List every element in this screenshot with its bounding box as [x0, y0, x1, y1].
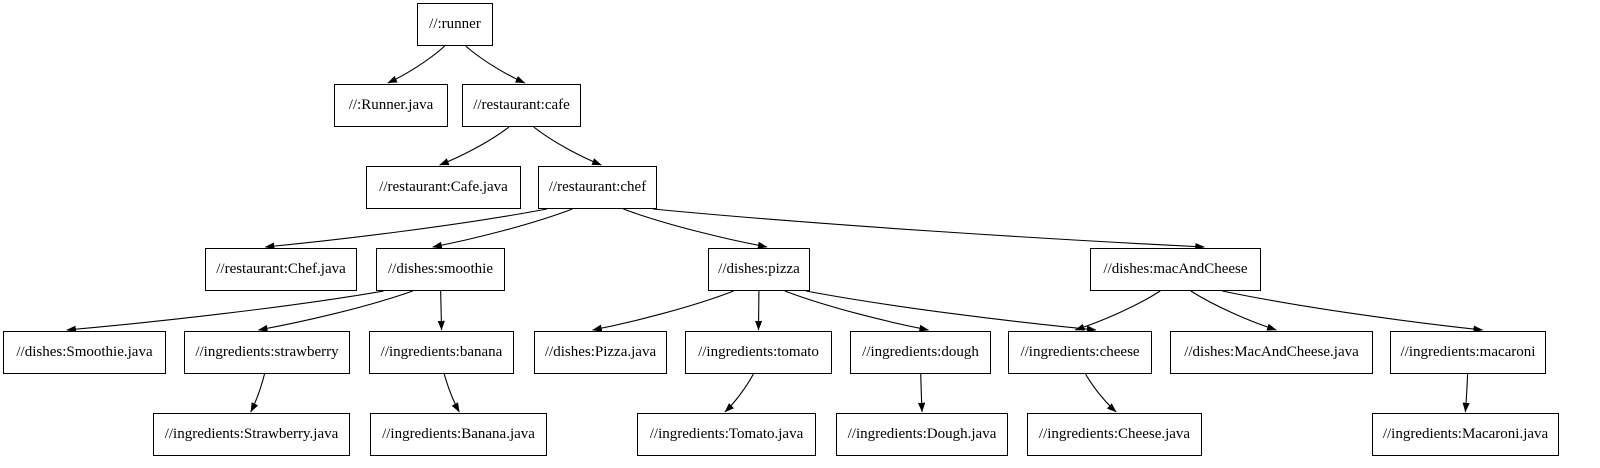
graph-node-label: //ingredients:Macaroni.java [1382, 426, 1549, 442]
graph-node-label: //ingredients:banana [380, 344, 503, 360]
graph-edge-dishes-pizza-to-ing-dough [784, 290, 929, 332]
graph-node-label: //ingredients:cheese [1020, 344, 1140, 360]
graph-edge-restaurant-chef-to-restaurant-chef-java [264, 208, 547, 250]
graph-node-runner[interactable]: //:runner [417, 3, 493, 46]
graph-node-label: //dishes:Pizza.java [544, 344, 657, 360]
graph-node-label: //ingredients:macaroni [1400, 344, 1536, 360]
graph-node-restaurant-cafe-java[interactable]: //restaurant:Cafe.java [366, 166, 521, 209]
graph-node-label: //:runner [429, 16, 481, 32]
graph-edge-runner-to-runner-java [387, 45, 446, 84]
graph-node-dishes-pizza-java[interactable]: //dishes:Pizza.java [534, 331, 667, 374]
graph-node-label: //ingredients:Tomato.java [649, 426, 804, 442]
graph-node-label: //dishes:smoothie [388, 261, 493, 277]
graph-edge-dishes-macandcheese-to-dishes-mac-java [1190, 290, 1277, 331]
graph-edge-ing-macaroni-to-ing-macaroni-java [1462, 373, 1470, 413]
graph-node-ing-banana-java[interactable]: //ingredients:Banana.java [370, 413, 547, 456]
graph-node-ing-macaroni[interactable]: //ingredients:macaroni [1390, 331, 1546, 374]
graph-node-runner-java[interactable]: //:Runner.java [334, 84, 448, 127]
graph-node-ing-cheese[interactable]: //ingredients:cheese [1008, 331, 1152, 374]
graph-edge-ing-banana-to-ing-banana-java [443, 373, 460, 413]
graph-node-label: //ingredients:Dough.java [847, 426, 997, 442]
graph-edge-dishes-macandcheese-to-ing-cheese [1074, 290, 1161, 331]
graph-node-restaurant-chef[interactable]: //restaurant:chef [538, 166, 657, 209]
graph-node-ing-tomato-java[interactable]: //ingredients:Tomato.java [637, 413, 816, 456]
graph-edge-ing-dough-to-ing-dough-java [918, 373, 926, 413]
graph-edge-dishes-smoothie-to-dishes-smoothie-java [66, 290, 384, 333]
graph-node-dishes-smoothie[interactable]: //dishes:smoothie [376, 248, 505, 291]
graph-node-label: //ingredients:tomato [698, 344, 819, 360]
graph-node-restaurant-chef-java[interactable]: //restaurant:Chef.java [205, 248, 357, 291]
graph-node-label: //dishes:macAndCheese [1103, 261, 1248, 277]
graph-node-label: //ingredients:Banana.java [382, 426, 535, 442]
graph-node-ing-tomato[interactable]: //ingredients:tomato [685, 331, 832, 374]
graph-node-ing-strawberry[interactable]: //ingredients:strawberry [184, 331, 350, 374]
graph-node-label: //dishes:MacAndCheese.java [1184, 344, 1359, 360]
graph-node-label: //dishes:pizza [718, 261, 800, 277]
graph-node-ing-dough[interactable]: //ingredients:dough [850, 331, 991, 374]
graph-edge-restaurant-chef-to-dishes-macandcheese [652, 208, 1205, 251]
graph-node-label: //ingredients:Cheese.java [1038, 426, 1191, 442]
graph-node-ing-macaroni-java[interactable]: //ingredients:Macaroni.java [1372, 413, 1559, 456]
graph-node-label: //dishes:Smoothie.java [16, 344, 153, 360]
graph-node-label: //restaurant:chef [548, 179, 647, 195]
graph-node-label: //ingredients:dough [862, 344, 979, 360]
graph-node-label: //restaurant:Cafe.java [379, 179, 508, 195]
graph-edge-restaurant-chef-to-dishes-pizza [623, 208, 768, 249]
graph-node-label: //ingredients:Strawberry.java [164, 426, 339, 442]
graph-node-ing-banana[interactable]: //ingredients:banana [369, 331, 514, 374]
graph-node-dishes-smoothie-java[interactable]: //dishes:Smoothie.java [3, 331, 166, 374]
graph-node-restaurant-cafe[interactable]: //restaurant:cafe [462, 84, 581, 127]
graph-edge-dishes-pizza-to-ing-cheese [805, 290, 1097, 333]
graph-edge-ing-tomato-to-ing-tomato-java [724, 373, 754, 413]
graph-node-dishes-mac-java[interactable]: //dishes:MacAndCheese.java [1170, 331, 1373, 374]
graph-edge-runner-to-restaurant-cafe [465, 45, 526, 84]
graph-node-dishes-macandcheese[interactable]: //dishes:macAndCheese [1090, 248, 1261, 291]
graph-edge-ing-cheese-to-ing-cheese-java [1085, 373, 1117, 413]
graph-node-label: //ingredients:strawberry [195, 344, 339, 360]
graph-edge-dishes-pizza-to-dishes-pizza-java [592, 290, 734, 332]
graph-node-dishes-pizza[interactable]: //dishes:pizza [708, 248, 810, 291]
graph-node-ing-strawberry-java[interactable]: //ingredients:Strawberry.java [153, 413, 350, 456]
graph-node-label: //:Runner.java [348, 97, 434, 113]
graph-edge-ing-strawberry-to-ing-strawberry-java [250, 373, 266, 413]
graph-node-label: //restaurant:cafe [473, 97, 570, 113]
graph-edge-restaurant-cafe-to-restaurant-cafe-java [439, 126, 510, 166]
graph-edge-dishes-smoothie-to-ing-strawberry [257, 290, 413, 332]
graph-edge-dishes-macandcheese-to-ing-macaroni [1222, 290, 1484, 333]
graph-edge-restaurant-chef-to-dishes-smoothie [432, 208, 573, 249]
graph-edge-dishes-smoothie-to-ing-banana [437, 290, 445, 331]
graph-node-ing-dough-java[interactable]: //ingredients:Dough.java [836, 413, 1008, 456]
graph-edge-restaurant-cafe-to-restaurant-chef [533, 126, 602, 166]
graph-node-ing-cheese-java[interactable]: //ingredients:Cheese.java [1027, 413, 1202, 456]
graph-node-label: //restaurant:Chef.java [216, 261, 346, 277]
